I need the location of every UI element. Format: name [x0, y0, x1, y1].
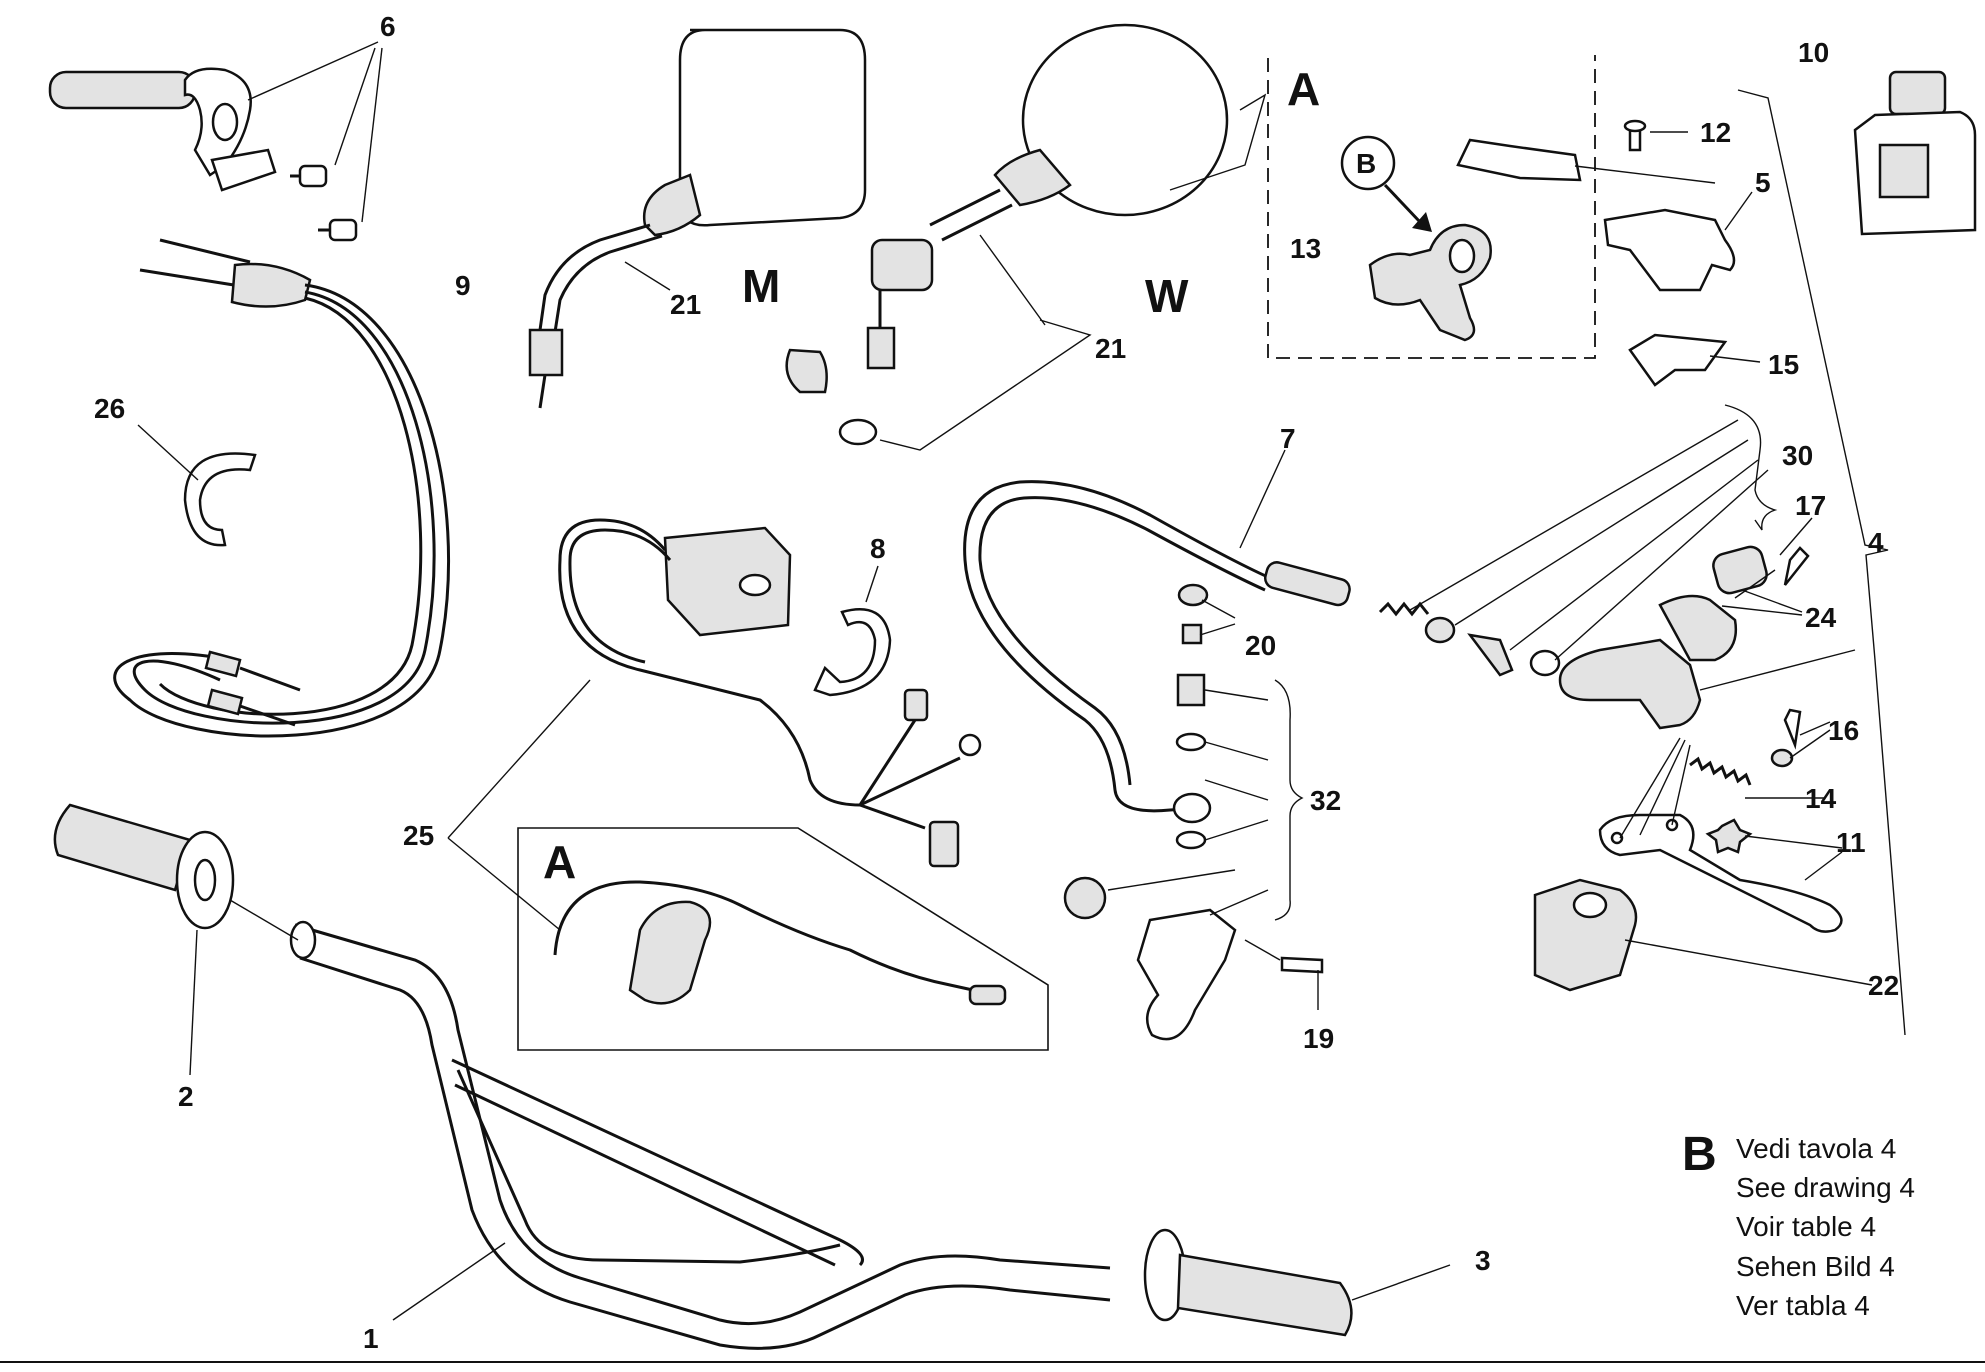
- reference-letter: B: [1682, 1128, 1717, 1181]
- callout-21-m: 21: [670, 289, 701, 320]
- reference-line-de: Sehen Bild 4: [1736, 1251, 1895, 1282]
- brake-lever-11: [1533, 737, 1873, 992]
- cable-clip: [183, 452, 257, 547]
- fluid-bottle: [1853, 70, 1977, 236]
- callout-24: 24: [1805, 602, 1837, 633]
- callout-15: 15: [1768, 349, 1799, 380]
- grip-left-2: [53, 803, 299, 1076]
- callout-32: 32: [1310, 785, 1341, 816]
- callout-4: 4: [1868, 527, 1884, 558]
- callout-2: 2: [178, 1081, 194, 1112]
- callout-14: 14: [1805, 783, 1837, 814]
- clip-8: [813, 607, 892, 697]
- callout-11: 11: [1836, 827, 1866, 858]
- bracket-4: [1737, 89, 1906, 1036]
- mirror-w: [785, 23, 1267, 451]
- throttle-cables: [113, 238, 451, 738]
- callout-9: 9: [455, 270, 471, 301]
- inset-a-top-label: A: [1287, 63, 1320, 115]
- callout-10: 10: [1798, 37, 1829, 68]
- grip-right-3: [1143, 1228, 1451, 1337]
- throttle-grip-assembly: [48, 41, 383, 242]
- callout-22: 22: [1868, 970, 1899, 1001]
- master-cylinder-body: [1558, 517, 1856, 799]
- inset-a-bottom: [517, 827, 1049, 1051]
- mirror-m: [528, 28, 867, 409]
- callout-5: 5: [1755, 167, 1771, 198]
- master-cylinder-internals-30: [1378, 404, 1778, 677]
- callout-20: 20: [1245, 630, 1276, 661]
- callout-21-w: 21: [1095, 333, 1126, 364]
- master-cylinder-cover-parts: [1456, 119, 1761, 387]
- callout-12: 12: [1700, 117, 1731, 148]
- callout-26: 26: [94, 393, 125, 424]
- reference-line-es: Ver tabla 4: [1736, 1290, 1870, 1321]
- reference-line-fr: Voir table 4: [1736, 1211, 1876, 1242]
- callout-25: 25: [403, 820, 434, 851]
- callout-19: 19: [1303, 1023, 1334, 1054]
- reference-line-en: See drawing 4: [1736, 1172, 1915, 1203]
- callout-8: 8: [870, 533, 886, 564]
- banjo-fittings: [1063, 583, 1324, 1041]
- callout-16: 16: [1828, 715, 1859, 746]
- callout-3: 3: [1475, 1245, 1491, 1276]
- inset-a-bottom-label: A: [543, 836, 576, 888]
- variant-m-label: M: [742, 260, 780, 312]
- callout-13: 13: [1290, 233, 1321, 264]
- switch-assembly-25: [447, 518, 982, 931]
- handlebar-1: [289, 920, 1111, 1350]
- callout-17: 17: [1795, 490, 1826, 521]
- variant-w-label: W: [1145, 270, 1189, 322]
- inset-b-badge: B: [1356, 148, 1376, 179]
- brake-hose-7: [963, 449, 1351, 824]
- callout-1: 1: [363, 1323, 379, 1354]
- reference-note: B Vedi tavola 4 See drawing 4 Voir table…: [1682, 1128, 1915, 1321]
- reference-line-it: Vedi tavola 4: [1736, 1133, 1896, 1164]
- inset-a-top: [1267, 55, 1596, 359]
- callout-labels: 6 9 26 21 M 21 W A B 13 12 5 15 10 30 17…: [94, 11, 1899, 1354]
- callout-30: 30: [1782, 440, 1813, 471]
- callout-7: 7: [1280, 423, 1296, 454]
- callout-6: 6: [380, 11, 396, 42]
